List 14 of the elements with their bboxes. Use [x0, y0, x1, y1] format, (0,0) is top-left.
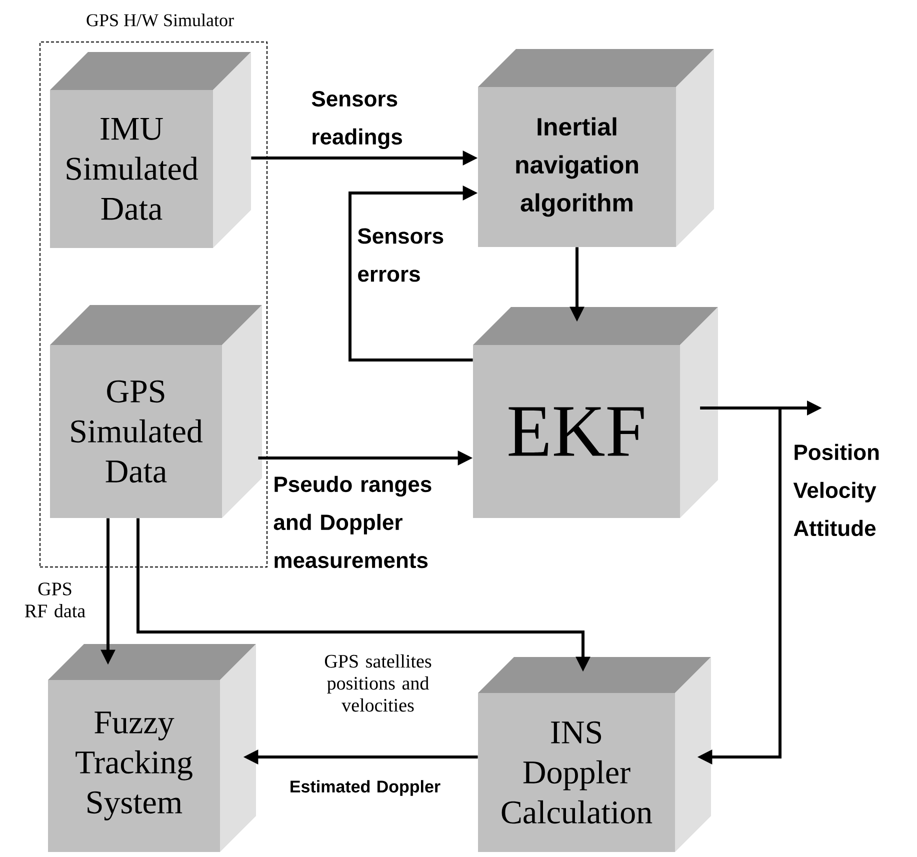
edge-label: Estimated Doppler [290, 780, 440, 796]
edge-label: Pseudo ranges and Doppler measurements [274, 476, 432, 568]
cube-box: Fuzzy Tracking System [48, 644, 256, 852]
cube-box: EKF [473, 307, 718, 518]
cube-box: INS Doppler Calculation [478, 657, 711, 852]
edge-label: Sensors errors [358, 228, 444, 282]
edge-label: GPS satellites positions and velocities [324, 654, 432, 712]
cube-box: IMU Simulated Data [50, 52, 251, 248]
edge-label: Position Velocity Attitude [793, 444, 879, 536]
node-label: GPS H/W Simulator [86, 14, 234, 26]
edge-label: GPS RF data [24, 582, 86, 618]
edge-label: Sensors readings [312, 90, 402, 149]
cube-box: GPS Simulated Data [50, 305, 262, 518]
cube-box: Inertial navigation algorithm [478, 49, 714, 247]
